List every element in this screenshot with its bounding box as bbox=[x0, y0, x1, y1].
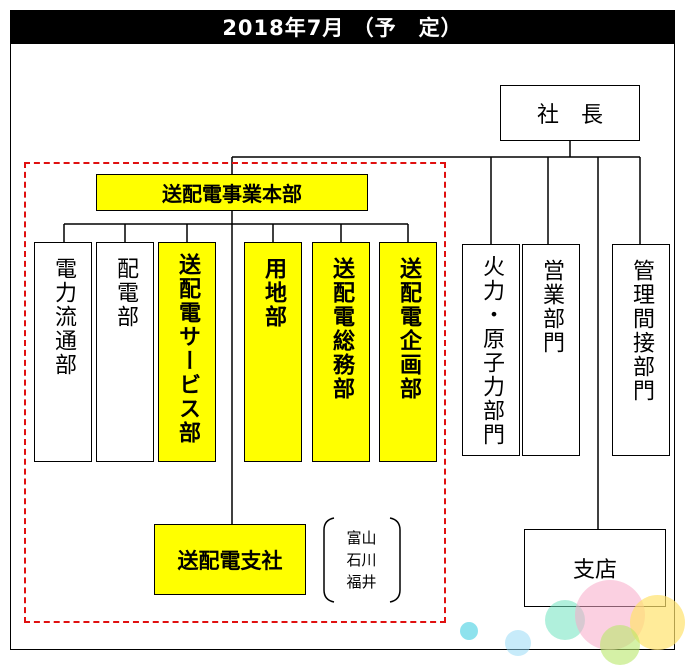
decor-dot bbox=[460, 622, 478, 640]
region-toyama: 富山 bbox=[346, 529, 377, 547]
dept-box-0: 電力流通部 bbox=[34, 242, 92, 462]
region-ishikawa: 石川 bbox=[346, 551, 377, 569]
transmission-group-outline bbox=[24, 162, 446, 623]
dept-box-5: 送配電企画部 bbox=[379, 242, 437, 462]
dept-label: 電力流通部 bbox=[51, 257, 76, 377]
other-dept-box-1: 営業部門 bbox=[522, 244, 580, 456]
branch-company-box: 送配電支社 bbox=[154, 524, 306, 595]
region-list: 富山 石川 福井 bbox=[324, 518, 399, 602]
dept-label: 配電部 bbox=[113, 257, 138, 329]
president-label: 社 長 bbox=[536, 103, 603, 128]
branch-label: 支店 bbox=[572, 558, 617, 583]
hq-label: 送配電事業本部 bbox=[162, 182, 302, 206]
connector-lines bbox=[63, 141, 641, 529]
dept-box-2: 送配電サービス部 bbox=[158, 242, 216, 462]
right-paren bbox=[389, 517, 401, 603]
hq-box: 送配電事業本部 bbox=[96, 174, 368, 211]
dept-label: 送配電サービス部 bbox=[175, 253, 200, 445]
dept-label: 送配電総務部 bbox=[329, 257, 354, 401]
dept-label: 送配電企画部 bbox=[396, 257, 421, 401]
other-dept-box-0: 火力・原子力部門 bbox=[462, 244, 520, 456]
branch-company-label: 送配電支社 bbox=[177, 548, 283, 573]
page-title: 2018年7月 （予 定） bbox=[10, 10, 675, 44]
other-dept-label: 管理間接部門 bbox=[629, 259, 654, 403]
dept-box-3: 用地部 bbox=[244, 242, 302, 462]
decor-dot bbox=[505, 630, 531, 656]
region-fukui: 福井 bbox=[346, 573, 377, 591]
president-box: 社 長 bbox=[500, 85, 640, 141]
other-dept-label: 営業部門 bbox=[539, 259, 564, 355]
dept-box-4: 送配電総務部 bbox=[312, 242, 370, 462]
left-paren bbox=[323, 517, 335, 603]
decor-dot bbox=[600, 625, 640, 665]
dept-box-1: 配電部 bbox=[96, 242, 154, 462]
dept-label: 用地部 bbox=[261, 257, 286, 329]
other-dept-label: 火力・原子力部門 bbox=[479, 255, 504, 447]
other-dept-box-2: 管理間接部門 bbox=[612, 244, 670, 456]
